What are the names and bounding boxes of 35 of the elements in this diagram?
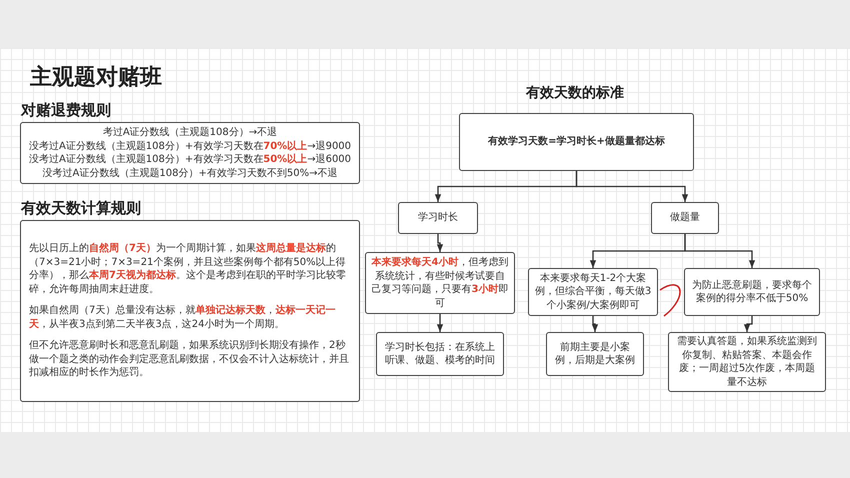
arrow: [436, 314, 444, 332]
rule-line: 没考过A证分数线（主观题108分）+有效学习天数在50%以上→退6000: [28, 153, 352, 166]
arrow: [592, 316, 598, 332]
section-heading: 对赌退费规则: [21, 101, 111, 120]
box-text: 做题量: [670, 211, 700, 225]
arrow: [684, 234, 756, 268]
box-text: 为防止恶意刷题，要求每个案例的得分率不低于50%: [691, 278, 813, 306]
chart-heading: 有效天数的标准: [524, 84, 625, 102]
formula-box: [459, 113, 694, 171]
page-title: 主观题对赌班: [30, 64, 162, 92]
rule-line: 考过A证分数线（主观题108分）→不退: [102, 126, 278, 140]
text-box: [528, 268, 658, 316]
text-box: [376, 332, 504, 376]
section-heading: 有效天数计算规则: [21, 199, 141, 218]
box-text: 需要认真答题，如果系统监测到你复制、粘贴答案、本题会作废；一周超过5次作废，本周题量不达标: [676, 335, 818, 389]
box-text: 本来要求每天4小时，但考虑到系统统计，有些时候考试要自己复习等问题，只要有3小时即可: [371, 256, 509, 310]
box-text: 前期主要是小案例，后期是大案例: [554, 340, 636, 368]
text-box: [398, 202, 478, 234]
text-box: [546, 332, 644, 376]
rule-line: 没考过A证分数线（主观题108分）+有效学习天数不到50%→不退: [42, 166, 338, 180]
text-box: [668, 332, 826, 392]
box-text: 学习时长: [418, 211, 458, 225]
box-text: 先以日历上的自然周（7天）为一个周期计算，如果这周总量是达标的（7×3=21小时；7×3=21个案例，并且这些案例每个都有50%以上得分率），那么本周7天视为都达标。这个是考虑到在职的平时学习比较零碎，允许每周抽周末赶进度。: [29, 242, 347, 296]
text-box: [365, 252, 515, 314]
box-text: 学习时长包括：在系统上听课、做题、模考的时间: [384, 340, 496, 368]
box-text: 有效学习天数=学习时长+做题量都达标: [488, 135, 665, 149]
arrow: [744, 316, 753, 332]
arrow: [436, 234, 444, 252]
box-text: 如果自然周（7天）总量没有达标，就单独记达标天数，达标一天记一天，从半夜3点到第二天半夜3点，这24小时为一个周期。: [29, 304, 336, 332]
box-text: 但不允许恶意刷时长和恶意乱刷题，如果系统识别到长期没有操作，2秒做一个题之类的动作会判定恶意乱刷数据，不仅会不计入达标统计，并且扣减相应的时长作为惩罚。: [29, 339, 350, 380]
text-box: [651, 202, 719, 234]
box-text: 本来要求每天1-2个大案例，但综合平衡，每天做3个小案例/大案例即可: [534, 272, 652, 312]
text-box: [684, 268, 820, 316]
rule-line: 没考过A证分数线（主观题108分）+有效学习天数在70%以上→退9000: [28, 140, 352, 153]
arrow: [576, 171, 688, 202]
